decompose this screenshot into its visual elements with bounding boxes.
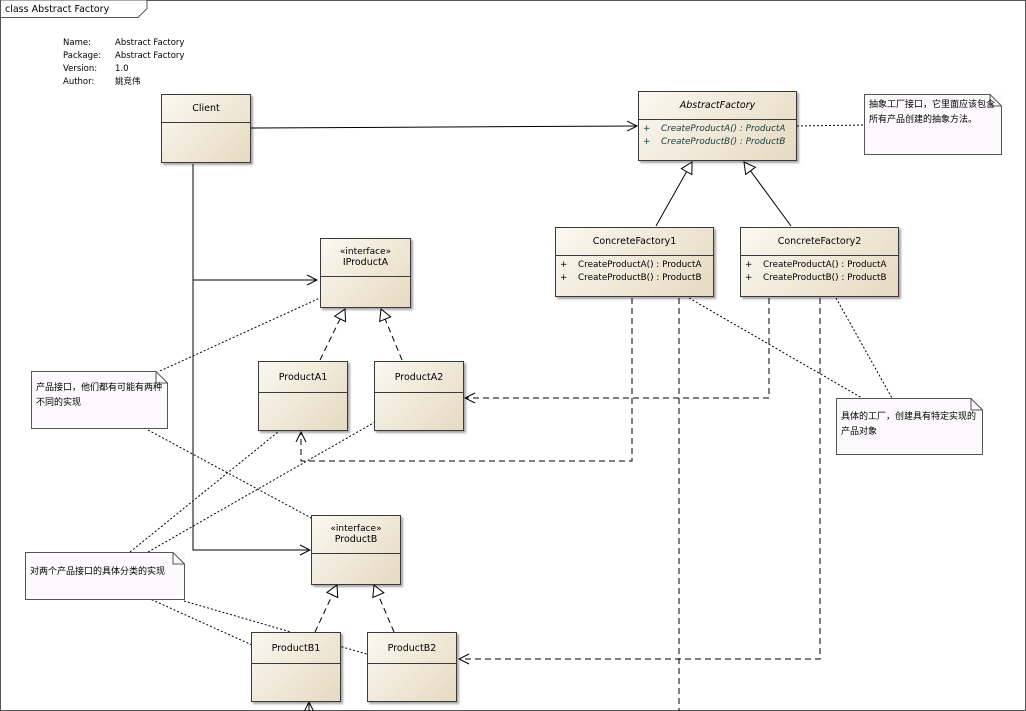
meta-value: 姚竞伟 <box>115 77 141 87</box>
meta-value: 1.0 <box>115 64 129 74</box>
note-shape <box>31 371 168 429</box>
operation: + CreateProductA() : ProductA <box>560 259 709 272</box>
class-header: ConcreteFactory2 <box>741 228 898 256</box>
class-product-b2[interactable]: ProductB2 <box>367 632 457 702</box>
class-header: AbstractFactory <box>639 92 796 120</box>
op-signature: CreateProductA() : ProductA <box>763 260 887 270</box>
frame-tab: class Abstract Factory <box>0 0 148 18</box>
gen-cf2-af <box>743 161 792 227</box>
note-text: 抽象工厂接口，它里面应该包含所有产品创建的抽象方法。 <box>869 100 996 125</box>
meta-value: Abstract Factory <box>115 51 185 61</box>
note-abstract-factory[interactable]: 抽象工厂接口，它里面应该包含所有产品创建的抽象方法。 <box>864 94 1002 155</box>
class-iproduct-a[interactable]: «interface» IProductA <box>320 238 411 308</box>
diagram-metadata: Name: Abstract Factory Package: Abstract F… <box>63 37 184 89</box>
class-header: ProductB2 <box>368 633 456 664</box>
class-product-a2[interactable]: ProductA2 <box>374 361 464 431</box>
meta-value: Abstract Factory <box>115 38 185 48</box>
class-name: IProductA <box>342 257 389 268</box>
frame-tab-shape <box>0 0 148 18</box>
class-client[interactable]: Client <box>161 94 251 163</box>
real-a1-ia <box>319 308 347 361</box>
meta-name-row: Name: Abstract Factory <box>63 37 184 50</box>
class-stereotype: «interface» <box>330 524 382 534</box>
meta-version-row: Version: 1.0 <box>63 63 184 76</box>
operation: + CreateProductA() : ProductA <box>745 259 894 272</box>
note-text: 具体的工厂，创建具有特定实现的产品对象 <box>841 412 977 437</box>
op-signature: CreateProductA() : ProductA <box>578 260 702 270</box>
class-product-b1[interactable]: ProductB1 <box>251 632 341 702</box>
dep-cf1-a1 <box>301 298 633 462</box>
note-shape <box>836 398 983 455</box>
assoc-client-productb <box>192 280 310 550</box>
class-name: ProductA2 <box>394 371 444 383</box>
frame-title: class Abstract Factory <box>5 4 110 15</box>
class-name: ConcreteFactory1 <box>592 236 677 247</box>
gen-cf1-af <box>655 161 693 227</box>
note-product-impl[interactable]: 对两个产品接口的具体分类的实现 <box>25 552 185 600</box>
op-signature: CreateProductB() : ProductB <box>578 273 702 283</box>
op-visibility: + <box>745 273 753 283</box>
note-product-interface[interactable]: 产品接口，他们都有可能有两种不同的实现 <box>31 371 168 429</box>
op-visibility: + <box>643 137 651 147</box>
class-header: Client <box>162 95 250 123</box>
class-header: «interface» IProductA <box>321 239 410 277</box>
op-visibility: + <box>745 260 753 270</box>
class-header: ProductA2 <box>375 362 463 393</box>
class-product-a1[interactable]: ProductA1 <box>258 361 348 431</box>
op-visibility: + <box>643 124 651 134</box>
operation: + CreateProductB() : ProductB <box>643 136 792 149</box>
op-signature: CreateProductA() : ProductA <box>661 124 786 134</box>
operation: + CreateProductB() : ProductB <box>560 272 709 285</box>
note-concrete-factory[interactable]: 具体的工厂，创建具有特定实现的产品对象 <box>836 398 983 455</box>
class-abstract-factory[interactable]: AbstractFactory + CreateProductA() : Prod… <box>638 91 797 161</box>
class-concrete-factory1[interactable]: ConcreteFactory1 + CreateProductA() : Pro… <box>555 227 714 297</box>
op-signature: CreateProductB() : ProductB <box>763 273 887 283</box>
assoc-client-iproducta <box>192 164 317 280</box>
class-name: ConcreteFactory2 <box>777 236 862 247</box>
op-visibility: + <box>560 273 568 283</box>
class-name: ProductB2 <box>387 642 437 654</box>
class-product-b[interactable]: «interface» ProductB <box>311 515 401 585</box>
class-operations: + CreateProductA() : ProductA + CreateProd… <box>639 120 796 152</box>
meta-key: Package: <box>63 51 102 61</box>
class-header: ProductA1 <box>259 362 347 393</box>
dep-cf2-b2 <box>459 298 821 659</box>
real-a2-ia <box>379 308 403 361</box>
note-shape <box>864 94 1002 155</box>
note-shape <box>25 552 185 600</box>
dep-cf2-a2 <box>465 298 770 398</box>
class-stereotype: «interface» <box>339 247 392 257</box>
note-links <box>129 124 893 656</box>
real-b1-b <box>314 584 339 633</box>
note-text: 产品接口，他们都有可能有两种不同的实现 <box>36 383 163 408</box>
assoc-client-abstractfactory <box>250 126 637 128</box>
real-b2-b <box>372 584 395 633</box>
class-name: ProductA1 <box>278 371 328 383</box>
note-text: 对两个产品接口的具体分类的实现 <box>30 567 166 577</box>
operation: + CreateProductA() : ProductA <box>643 123 792 136</box>
class-header: ProductB1 <box>252 633 340 664</box>
class-operations: + CreateProductA() : ProductA + CreateProd… <box>741 256 898 288</box>
class-header: ConcreteFactory1 <box>556 228 713 256</box>
meta-key: Name: <box>63 38 91 48</box>
operation: + CreateProductB() : ProductB <box>745 272 894 285</box>
class-header: «interface» ProductB <box>312 516 400 554</box>
op-signature: CreateProductB() : ProductB <box>661 137 786 147</box>
class-name: Client <box>192 103 220 114</box>
meta-key: Version: <box>63 64 98 74</box>
meta-author-row: Author: 姚竞伟 <box>63 76 184 89</box>
meta-key: Author: <box>63 77 95 87</box>
class-name: ProductB <box>334 534 378 545</box>
meta-package-row: Package: Abstract Factory <box>63 50 184 63</box>
class-name: ProductB1 <box>271 642 321 654</box>
class-operations: + CreateProductA() : ProductA + CreateProd… <box>556 256 713 288</box>
op-visibility: + <box>560 260 568 270</box>
class-name: AbstractFactory <box>679 100 756 111</box>
class-concrete-factory2[interactable]: ConcreteFactory2 + CreateProductA() : Pro… <box>740 227 899 297</box>
